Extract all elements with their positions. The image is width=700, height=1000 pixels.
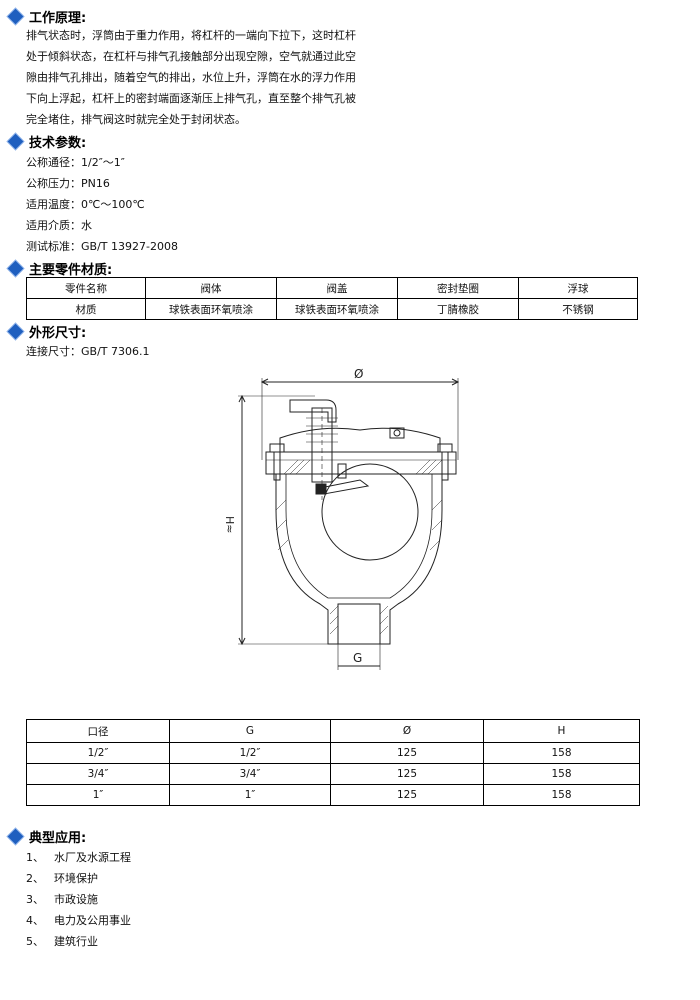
list-number: 1、 xyxy=(26,851,44,864)
heading-text: 典型应用: xyxy=(29,830,87,846)
param-line: 公称通径：1/2″～1″ xyxy=(26,156,125,169)
thread-outlet xyxy=(337,603,381,645)
paragraph-line: 隙由排气孔排出，随着空气的排出，水位上升，浮筒在水的浮力作用 xyxy=(26,71,356,84)
table-cell: 3/4″ xyxy=(26,763,170,785)
table-cell: 阀盖 xyxy=(276,277,398,299)
table-header-row: 口径 G Ø H xyxy=(26,719,640,743)
table-cell: 材质 xyxy=(26,298,146,320)
table-cell: 1/2″ xyxy=(26,742,170,764)
table-cell: 158 xyxy=(483,742,640,764)
param-line: 公称压力：PN16 xyxy=(26,177,110,190)
table-cell: 1″ xyxy=(26,784,170,806)
cover-flange xyxy=(265,451,457,475)
list-item: 1、水厂及水源工程 xyxy=(26,848,131,868)
list-item: 5、建筑行业 xyxy=(26,932,98,952)
table-cell: Ø xyxy=(330,719,484,743)
table-cell: 125 xyxy=(330,763,484,785)
list-text: 市政设施 xyxy=(54,893,98,906)
diamond-bullet-icon xyxy=(7,260,24,276)
thread-label: G xyxy=(353,651,362,665)
param-line: 适用温度：0℃～100℃ xyxy=(26,198,145,211)
table-cell: 不锈钢 xyxy=(518,298,638,320)
principle-paragraph: 排气状态时，浮筒由于重力作用，将杠杆的一端向下拉下，这时杠杆 处于倾斜状态，在杠… xyxy=(26,25,396,130)
diamond-bullet-icon xyxy=(7,133,24,149)
table-cell: 阀体 xyxy=(145,277,277,299)
diamond-bullet-icon xyxy=(7,828,24,844)
materials-table: 零件名称 阀体 阀盖 密封垫圈 浮球 材质 球铁表面环氧喷涂 球铁表面环氧喷涂 … xyxy=(26,277,638,320)
list-number: 3、 xyxy=(26,893,44,906)
list-number: 5、 xyxy=(26,935,44,948)
table-cell: 丁腈橡胶 xyxy=(397,298,519,320)
table-cell: 球铁表面环氧喷涂 xyxy=(276,298,398,320)
table-cell: 3/4″ xyxy=(169,763,331,785)
heading-text: 主要零件材质: xyxy=(29,262,113,278)
table-cell: 1″ xyxy=(169,784,331,806)
dimension-table: 口径 G Ø H 1/2″ 1/2″ 125 158 3/4″ 3/4″ 125… xyxy=(26,719,640,806)
table-cell: 158 xyxy=(483,763,640,785)
table-row: 1″ 1″ 125 158 xyxy=(26,784,640,806)
paragraph-line: 完全堵住，排气阀这时就完全处于封闭状态。 xyxy=(26,113,246,126)
list-item: 4、电力及公用事业 xyxy=(26,911,131,931)
connection-standard: 连接尺寸：GB/T 7306.1 xyxy=(26,345,150,358)
paragraph-line: 排气状态时，浮筒由于重力作用，将杠杆的一端向下拉下，这时杠杆 xyxy=(26,29,356,42)
elbow-outlet xyxy=(289,399,337,423)
table-cell: 密封垫圈 xyxy=(397,277,519,299)
table-row: 1/2″ 1/2″ 125 158 xyxy=(26,742,640,764)
diameter-label: Ø xyxy=(354,367,363,381)
section-heading-applications: 典型应用: xyxy=(6,826,86,846)
list-text: 水厂及水源工程 xyxy=(54,851,131,864)
cover-dome xyxy=(279,427,441,452)
table-cell: 浮球 xyxy=(518,277,638,299)
section-heading-dimensions: 外形尺寸: xyxy=(6,321,86,341)
heading-text: 技术参数: xyxy=(29,135,87,151)
heading-text: 工作原理: xyxy=(29,10,87,26)
paragraph-line: 处于倾斜状态，在杠杆与排气孔接触部分出现空隙，空气就通过此空 xyxy=(26,50,356,63)
table-cell: 零件名称 xyxy=(26,277,146,299)
param-line: 适用介质：水 xyxy=(26,219,92,232)
valve-drawing: Ø H≈ G xyxy=(223,367,460,670)
table-cell: 158 xyxy=(483,784,640,806)
list-number: 4、 xyxy=(26,914,44,927)
table-cell: 125 xyxy=(330,784,484,806)
table-cell: 1/2″ xyxy=(169,742,331,764)
diamond-bullet-icon xyxy=(7,323,24,339)
heading-text: 外形尺寸: xyxy=(29,325,87,341)
table-row: 材质 球铁表面环氧喷涂 球铁表面环氧喷涂 丁腈橡胶 不锈钢 xyxy=(26,298,638,320)
section-heading-materials: 主要零件材质: xyxy=(6,258,112,278)
table-cell: 口径 xyxy=(26,719,170,743)
height-label: H≈ xyxy=(223,516,236,534)
diamond-bullet-icon xyxy=(7,8,24,24)
list-text: 建筑行业 xyxy=(54,935,98,948)
list-item: 3、市政设施 xyxy=(26,890,98,910)
float-ball xyxy=(321,463,419,561)
param-line: 测试标准：GB/T 13927-2008 xyxy=(26,240,178,253)
paragraph-line: 下向上浮起，杠杆上的密封端面逐渐压上排气孔，直至整个排气孔被 xyxy=(26,92,356,105)
list-item: 2、环境保护 xyxy=(26,869,98,889)
table-header-row: 零件名称 阀体 阀盖 密封垫圈 浮球 xyxy=(26,277,638,299)
list-text: 环境保护 xyxy=(54,872,98,885)
table-cell: 125 xyxy=(330,742,484,764)
table-cell: 球铁表面环氧喷涂 xyxy=(145,298,277,320)
table-cell: G xyxy=(169,719,331,743)
list-number: 2、 xyxy=(26,872,44,885)
section-heading-principle: 工作原理: xyxy=(6,6,86,26)
table-cell: H xyxy=(483,719,640,743)
list-text: 电力及公用事业 xyxy=(54,914,131,927)
table-row: 3/4″ 3/4″ 125 158 xyxy=(26,763,640,785)
section-heading-params: 技术参数: xyxy=(6,131,86,151)
